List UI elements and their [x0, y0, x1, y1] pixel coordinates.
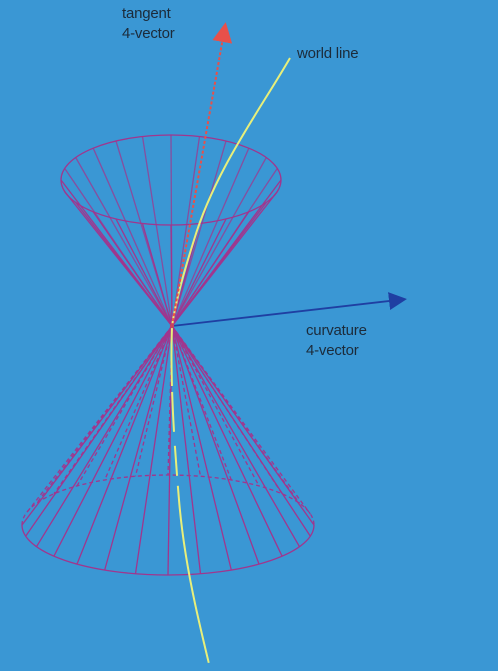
past-cone-generator	[104, 325, 173, 481]
past-cone-generator	[171, 325, 260, 487]
tangent-label-line2: 4-vector	[122, 25, 175, 42]
tangent-vector-arrow	[171, 22, 233, 327]
world-line-label: world line	[297, 44, 359, 64]
past-cone-generator	[134, 325, 173, 477]
future-cone-generator	[171, 218, 227, 327]
past-cone-generator	[171, 325, 232, 571]
curvature-label-line1: curvature	[306, 322, 367, 339]
future-light-cone	[60, 134, 282, 327]
future-cone-generator	[115, 140, 173, 327]
future-cone-generator	[171, 140, 227, 327]
world-line-label-text: world line	[297, 45, 359, 62]
past-cone-generator	[53, 325, 173, 557]
past-cone-generator	[171, 325, 311, 537]
curvature-vector-arrow	[171, 292, 407, 327]
future-cone-generator	[64, 191, 173, 327]
future-cone-generator	[60, 179, 173, 327]
past-cone-generator	[171, 325, 202, 477]
future-cone-generator	[170, 134, 173, 327]
future-cone-generator	[171, 202, 267, 327]
future-cone-generator	[75, 157, 173, 327]
curvature-vector-label: curvature 4-vector	[306, 321, 367, 361]
past-cone-generator	[134, 325, 173, 574]
future-cone-generator	[115, 218, 173, 327]
future-cone-generator	[64, 168, 173, 327]
world-line-lower	[170, 325, 211, 669]
past-cone-generator	[171, 325, 301, 548]
past-cone-generator	[171, 325, 311, 515]
past-cone-generator	[53, 325, 173, 495]
past-cone-generator	[171, 325, 202, 574]
past-cone-generator	[76, 325, 173, 487]
future-cone-generator	[171, 157, 267, 327]
future-cone-generator	[171, 168, 278, 327]
curvature-label-line2: 4-vector	[306, 342, 359, 359]
past-light-cone	[21, 325, 315, 576]
future-cone-generator	[141, 136, 173, 327]
future-cone-generator	[92, 147, 173, 327]
past-cone-generator	[35, 325, 173, 504]
past-cone-generator	[171, 325, 260, 565]
event-point	[169, 323, 175, 329]
future-cone-generator	[171, 147, 250, 327]
tangent-vector-label: tangent 4-vector	[122, 4, 175, 44]
tangent-label-line1: tangent	[122, 5, 171, 22]
past-cone-generator	[171, 325, 283, 557]
past-cone-generator	[104, 325, 173, 571]
past-cone-generator	[21, 325, 173, 526]
past-cone-generator	[76, 325, 173, 565]
past-cone-generator	[171, 325, 283, 495]
past-cone-generator	[25, 325, 173, 515]
